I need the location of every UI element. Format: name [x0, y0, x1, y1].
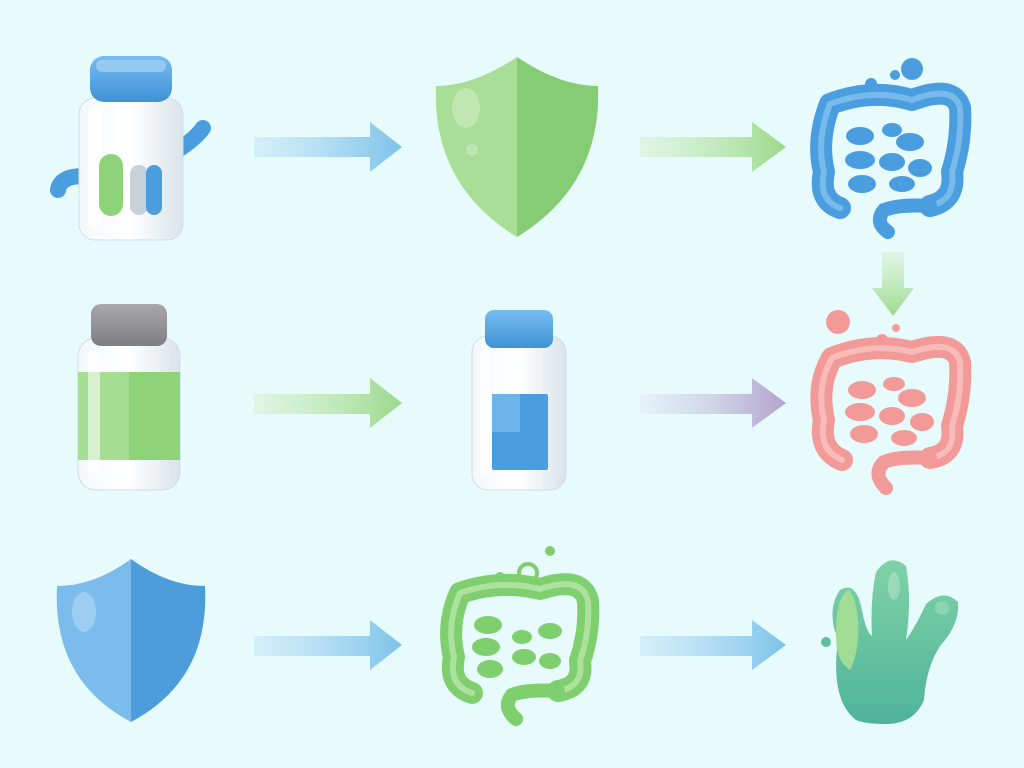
edge-blue-bottle-to-pink-intestine [640, 378, 786, 428]
edge-green-intestine-to-organoid [640, 620, 786, 670]
intestine-icon [810, 310, 972, 495]
supplement-jar-with-arms-icon [50, 56, 211, 241]
edge-shield-to-intestine [640, 122, 786, 172]
edge-intestine-to-pink-intestine [872, 252, 914, 316]
edge-blue-shield-to-green-intestine [254, 620, 402, 670]
edge-green-bottle-to-blue-bottle [254, 378, 402, 428]
intestine-icon [810, 58, 972, 239]
intestine-icon [440, 546, 600, 726]
edge-supplement-to-shield [254, 122, 402, 172]
bottle-icon [77, 304, 181, 491]
shield-icon [435, 57, 599, 237]
bottle-icon [471, 310, 567, 491]
organoid-blob-icon [821, 560, 959, 724]
shield-icon [56, 559, 206, 722]
